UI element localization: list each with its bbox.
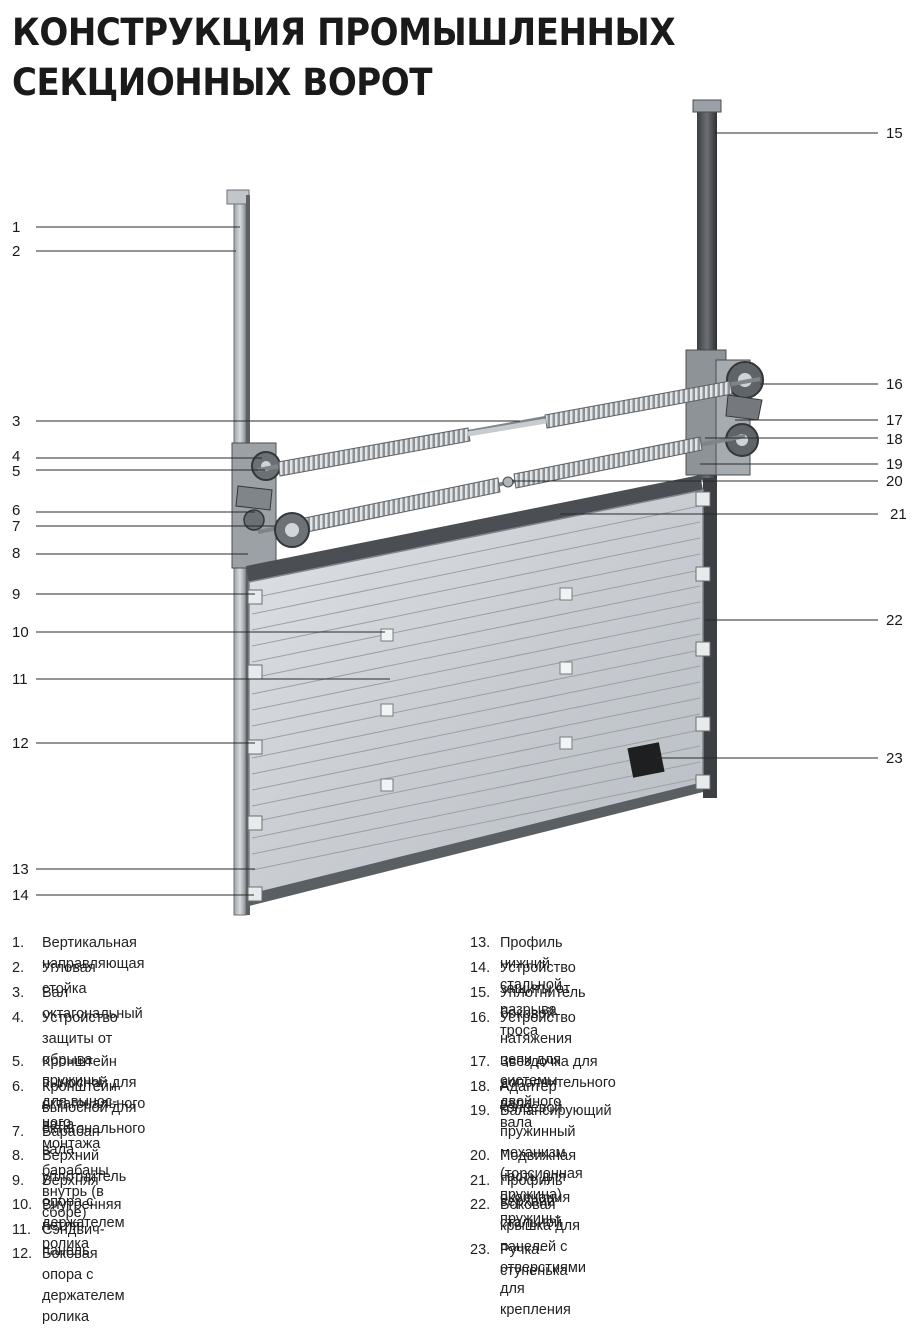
callout-12: 12 bbox=[12, 735, 29, 752]
callout-17: 17 bbox=[886, 412, 903, 429]
callout-23: 23 bbox=[886, 750, 903, 767]
callout-19: 19 bbox=[886, 456, 903, 473]
step-handle bbox=[627, 742, 665, 778]
gate-construction-diagram: 1 2 3 4 5 6 7 8 9 10 11 12 13 14 15 16 1… bbox=[12, 99, 907, 916]
callout-21: 21 bbox=[890, 506, 907, 523]
right-bracket-assembly bbox=[685, 349, 764, 476]
callout-5: 5 bbox=[12, 463, 20, 480]
top-steel-profile bbox=[246, 475, 703, 582]
callout-16: 16 bbox=[886, 376, 903, 393]
callout-1: 1 bbox=[12, 219, 20, 236]
callout-18: 18 bbox=[886, 431, 903, 448]
internal-hinges bbox=[380, 587, 573, 792]
callout-3: 3 bbox=[12, 413, 20, 430]
callout-6: 6 bbox=[12, 502, 20, 519]
callout-10: 10 bbox=[12, 624, 29, 641]
leader-lines bbox=[36, 132, 878, 896]
callout-numbers: 1 2 3 4 5 6 7 8 9 10 11 12 13 14 15 16 1… bbox=[12, 125, 907, 904]
callout-15: 15 bbox=[886, 125, 903, 142]
panel-ribs bbox=[251, 505, 701, 871]
diagram-title: КОНСТРУКЦИЯ ПРОМЫШЛЕННЫХ СЕКЦИОННЫХ ВОРО… bbox=[12, 8, 676, 108]
callout-11: 11 bbox=[12, 671, 28, 688]
callout-22: 22 bbox=[886, 612, 903, 629]
left-bracket-assembly bbox=[231, 442, 281, 569]
callout-9: 9 bbox=[12, 586, 20, 603]
lower-torsion-shaft bbox=[257, 434, 746, 548]
title-line-1: КОНСТРУКЦИЯ ПРОМЫШЛЕННЫХ bbox=[12, 11, 676, 54]
bottom-steel-profile bbox=[249, 782, 703, 906]
callout-8: 8 bbox=[12, 545, 20, 562]
side-roller-brackets bbox=[247, 491, 711, 902]
title-line-2: СЕКЦИОННЫХ ВОРОТ bbox=[12, 61, 433, 104]
callout-2: 2 bbox=[12, 243, 20, 260]
callout-20: 20 bbox=[886, 473, 903, 490]
upper-torsion-shaft bbox=[257, 377, 761, 477]
callout-7: 7 bbox=[12, 518, 20, 535]
callout-4: 4 bbox=[12, 448, 20, 465]
callout-14: 14 bbox=[12, 887, 29, 904]
callout-13: 13 bbox=[12, 861, 29, 878]
